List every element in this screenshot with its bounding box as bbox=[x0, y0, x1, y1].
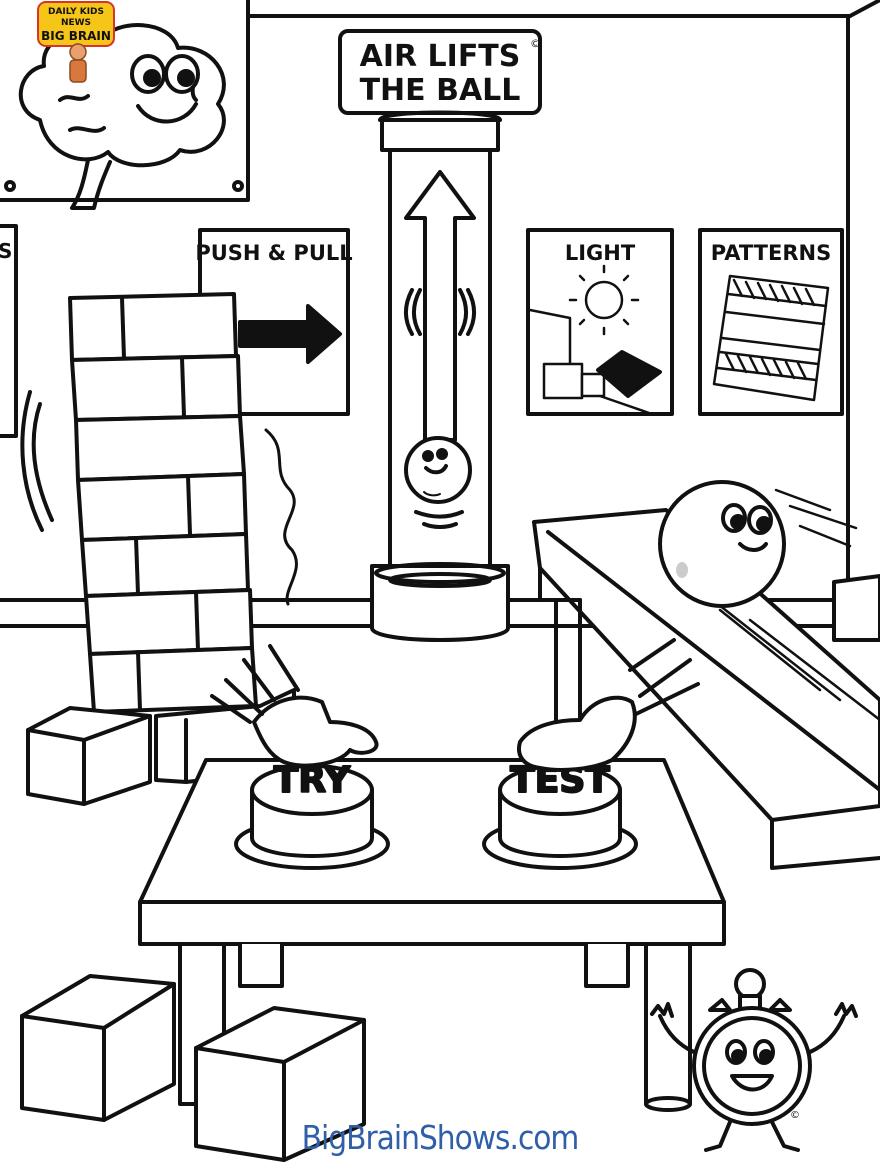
test-button[interactable]: TEST bbox=[482, 759, 638, 870]
stopwatch-copyright-mark: © bbox=[790, 1110, 800, 1121]
hand-left bbox=[210, 644, 379, 768]
patterns-label: PATTERNS bbox=[711, 241, 831, 265]
big-brain-logo: DAILY KIDS NEWS BIG BRAIN bbox=[37, 1, 115, 47]
logo-line3: BIG BRAIN bbox=[41, 29, 111, 43]
brain-poster: DAILY KIDS NEWS BIG BRAIN bbox=[0, 0, 250, 210]
air-lifts-line2: THE BALL bbox=[360, 73, 521, 108]
hand-right bbox=[517, 638, 700, 772]
kid-figure-icon bbox=[69, 43, 87, 83]
copyright-mark: © bbox=[530, 37, 541, 50]
light-sign: LIGHT bbox=[526, 228, 674, 416]
footer-url[interactable]: BigBrainShows.com bbox=[301, 1118, 580, 1157]
fallen-blocks-front bbox=[20, 974, 366, 1162]
logo-line2: NEWS bbox=[61, 18, 91, 28]
floating-ball-mascot bbox=[404, 436, 472, 504]
stopwatch-mascot-icon: © bbox=[650, 968, 858, 1152]
partial-sign-left: S bbox=[0, 224, 18, 438]
logo-line1: DAILY KIDS bbox=[48, 7, 104, 17]
patterns-sign: PATTERNS bbox=[698, 228, 844, 416]
block-tower bbox=[20, 292, 298, 714]
air-lifts-sign: AIR LIFTS THE BALL © bbox=[338, 29, 542, 115]
air-lifts-line1: AIR LIFTS bbox=[360, 39, 521, 74]
rolling-ball-mascot bbox=[658, 480, 786, 608]
pattern-stripes bbox=[712, 274, 830, 402]
right-arrow-icon bbox=[238, 304, 342, 364]
sun-icon bbox=[568, 264, 640, 336]
air-tube bbox=[370, 110, 510, 642]
push-pull-label: PUSH & PULL bbox=[195, 241, 352, 265]
try-button[interactable]: TRY bbox=[234, 759, 390, 870]
partial-sign-text: S bbox=[0, 239, 12, 263]
ramp bbox=[532, 480, 880, 870]
light-label: LIGHT bbox=[565, 241, 636, 265]
